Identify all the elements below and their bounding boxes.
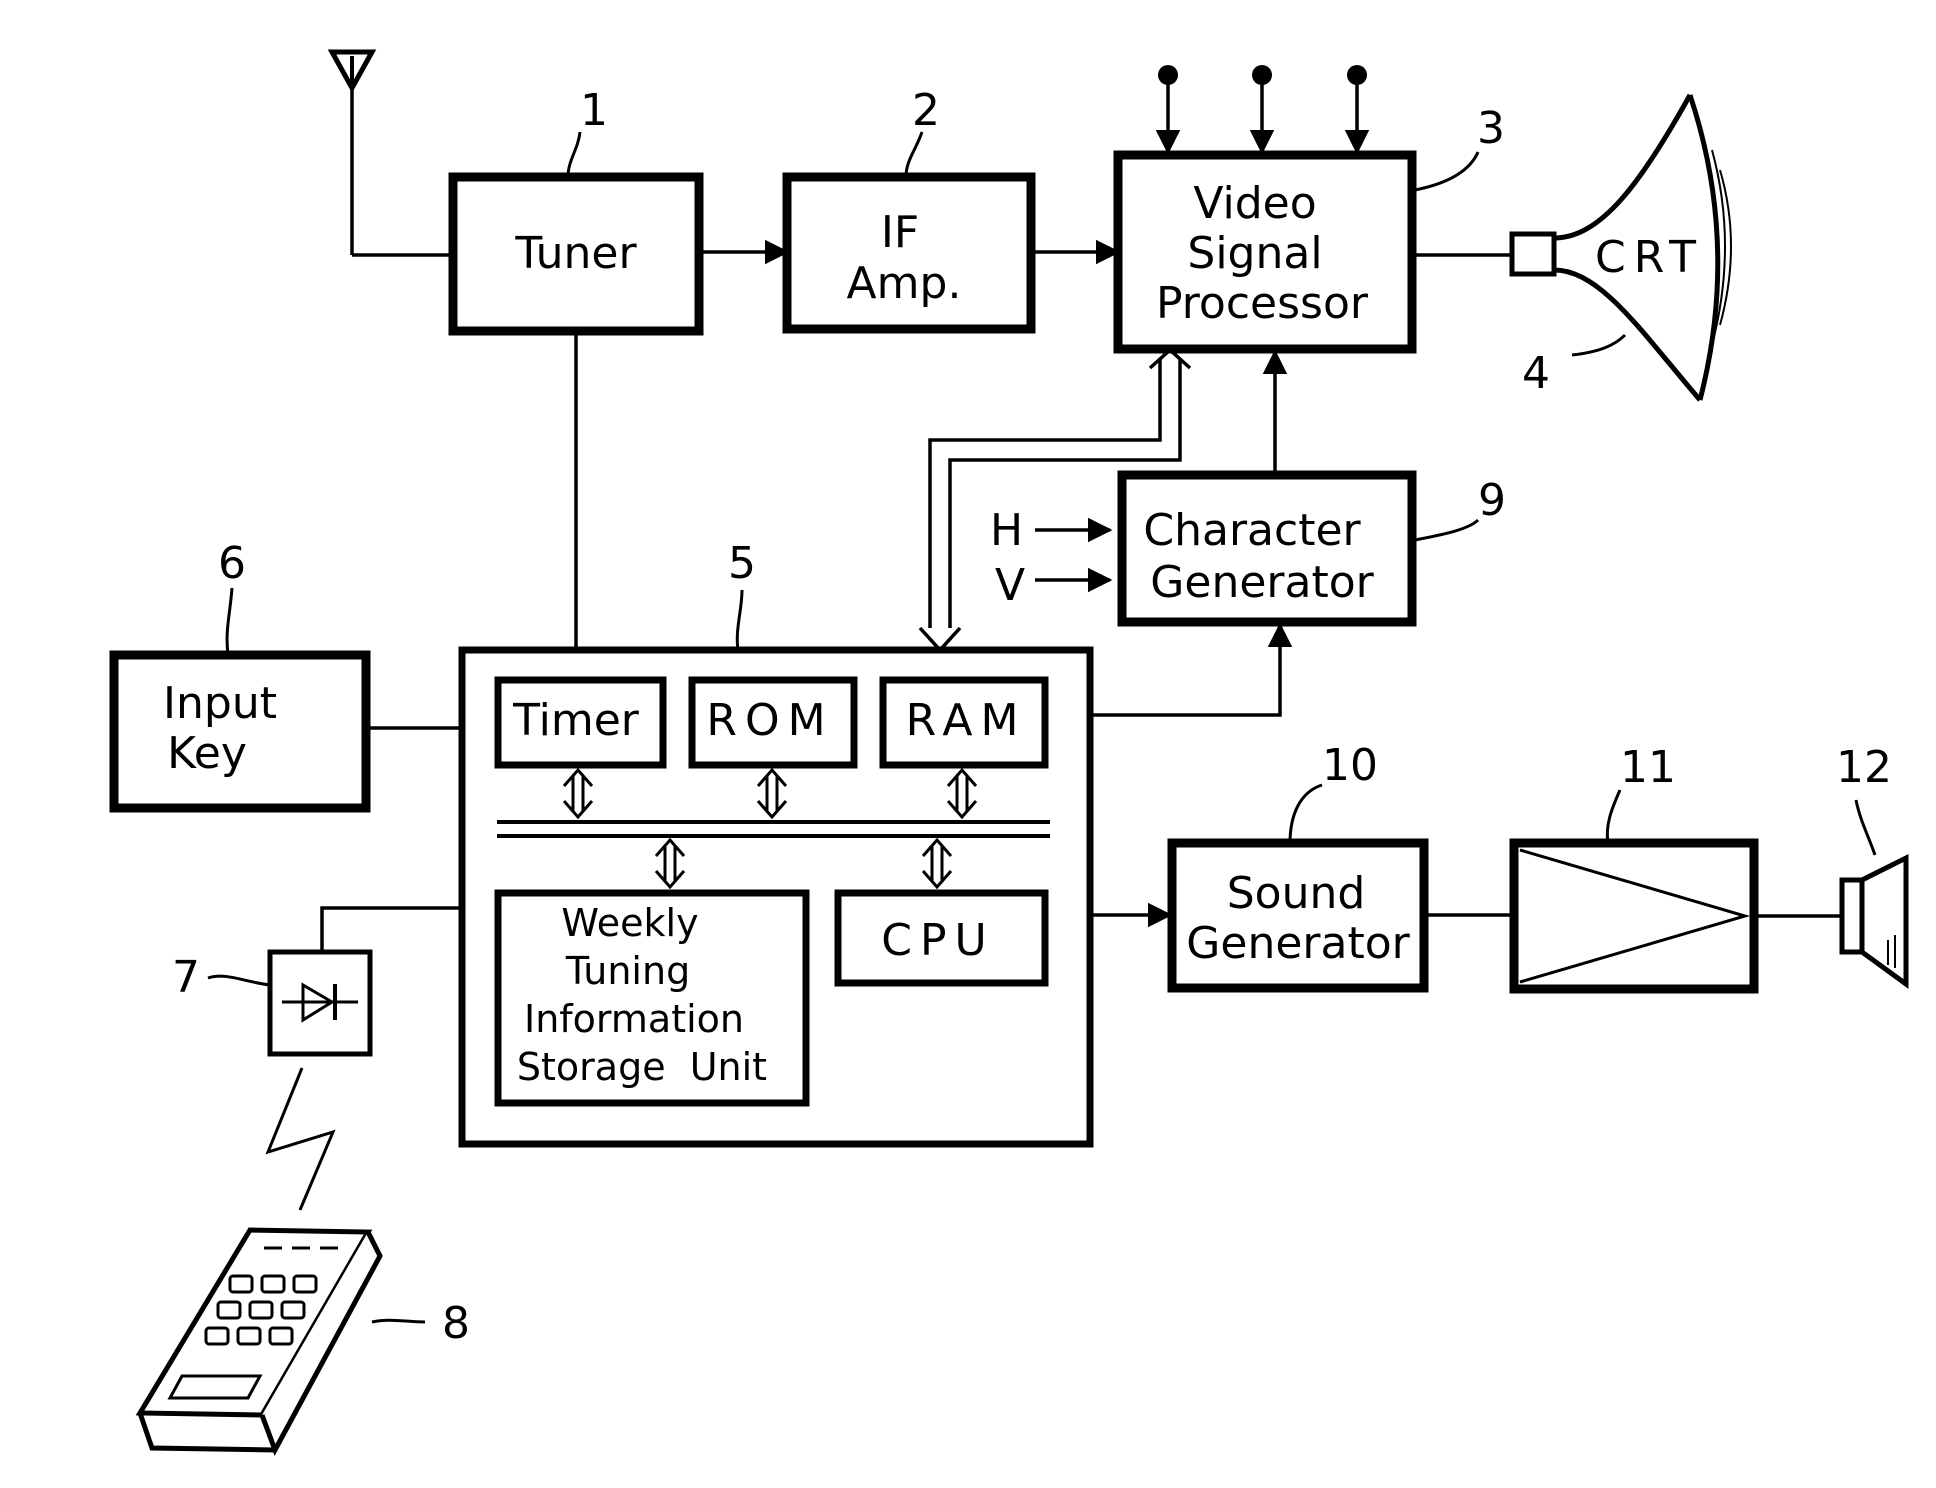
character-generator-block: Character Generator: [1122, 475, 1412, 622]
chargen-label-line1: Character: [1143, 505, 1361, 556]
receiver-block: [270, 908, 462, 1054]
vsp-label-line3: Processor: [1156, 278, 1369, 329]
ref-numeral-5: 5: [728, 538, 756, 589]
weekly-storage-label-line4: Storage Unit: [517, 1045, 767, 1089]
if-amp-label-line1: IF: [881, 207, 919, 258]
sound-generator-label-line1: Sound: [1227, 868, 1366, 919]
ram-label: RAM: [906, 695, 1027, 746]
ref-numeral-3: 3: [1477, 103, 1505, 154]
sound-generator-label-line2: Generator: [1186, 918, 1410, 969]
timer-block: Timer: [498, 680, 663, 765]
antenna-icon: [332, 52, 453, 255]
ref-numeral-12: 12: [1836, 742, 1892, 793]
remote-control-icon: [0, 1230, 380, 1450]
sync-v-label: V: [995, 560, 1025, 611]
cpu-label: CPU: [881, 915, 994, 966]
infrared-signal-icon: [268, 1068, 333, 1210]
if-amp-block: IF Amp.: [787, 177, 1031, 329]
leader-line-12: [1856, 800, 1875, 855]
leader-line-6: [227, 588, 232, 655]
rom-label: ROM: [706, 695, 833, 746]
vsp-label-line1: Video: [1193, 178, 1316, 229]
vsp-label-line2: Signal: [1187, 228, 1322, 279]
sync-h-label: H: [990, 505, 1023, 556]
weekly-storage-block: Weekly Tuning Information Storage Unit: [498, 893, 806, 1103]
leader-line-2: [906, 132, 922, 177]
input-key-label-line1: Input: [163, 678, 277, 729]
ref-numeral-10: 10: [1322, 740, 1378, 791]
rom-block: ROM: [692, 680, 854, 765]
ref-numeral-8: 8: [442, 1298, 470, 1349]
ref-numeral-7: 7: [172, 952, 200, 1003]
input-key-label-line2: Key: [167, 728, 247, 779]
weekly-storage-label-line2: Tuning: [565, 949, 690, 993]
ref-numeral-9: 9: [1478, 475, 1506, 526]
crt-label: CRT: [1595, 232, 1704, 283]
leader-line-1: [568, 132, 580, 177]
weekly-storage-label-line3: Information: [524, 997, 744, 1041]
chargen-label-line2: Generator: [1150, 557, 1374, 608]
tuner-label: Tuner: [514, 228, 637, 279]
ref-numeral-6: 6: [218, 538, 246, 589]
input-key-block: Input Key: [114, 655, 366, 808]
leader-line-11: [1607, 790, 1620, 843]
speaker-icon: [1842, 858, 1906, 984]
leader-line-5: [737, 590, 742, 650]
leader-line-4: [1572, 335, 1625, 355]
signal-mcu-to-chargen: [1090, 625, 1280, 715]
amplifier-block: [1514, 843, 1754, 989]
video-signal-processor-block: Video Signal Processor: [1118, 155, 1412, 349]
cpu-block: CPU: [838, 893, 1045, 983]
ref-numeral-4: 4: [1522, 348, 1550, 399]
timer-label: Timer: [512, 695, 640, 746]
ram-block: RAM: [883, 680, 1045, 765]
leader-line-10: [1290, 785, 1322, 843]
vsp-input-terminals: [1158, 65, 1367, 152]
if-amp-label-line2: Amp.: [847, 258, 962, 309]
ref-numeral-11: 11: [1620, 742, 1676, 793]
leader-line-9: [1415, 520, 1478, 540]
tuner-block: Tuner: [453, 177, 699, 331]
leader-line-3: [1415, 152, 1478, 190]
ref-numeral-2: 2: [912, 85, 940, 136]
leader-line-7: [208, 976, 270, 985]
ref-numeral-1: 1: [580, 85, 608, 136]
leader-line-8: [372, 1320, 425, 1322]
weekly-storage-label-line1: Weekly: [561, 901, 698, 945]
sound-generator-block: Sound Generator: [1172, 843, 1424, 988]
